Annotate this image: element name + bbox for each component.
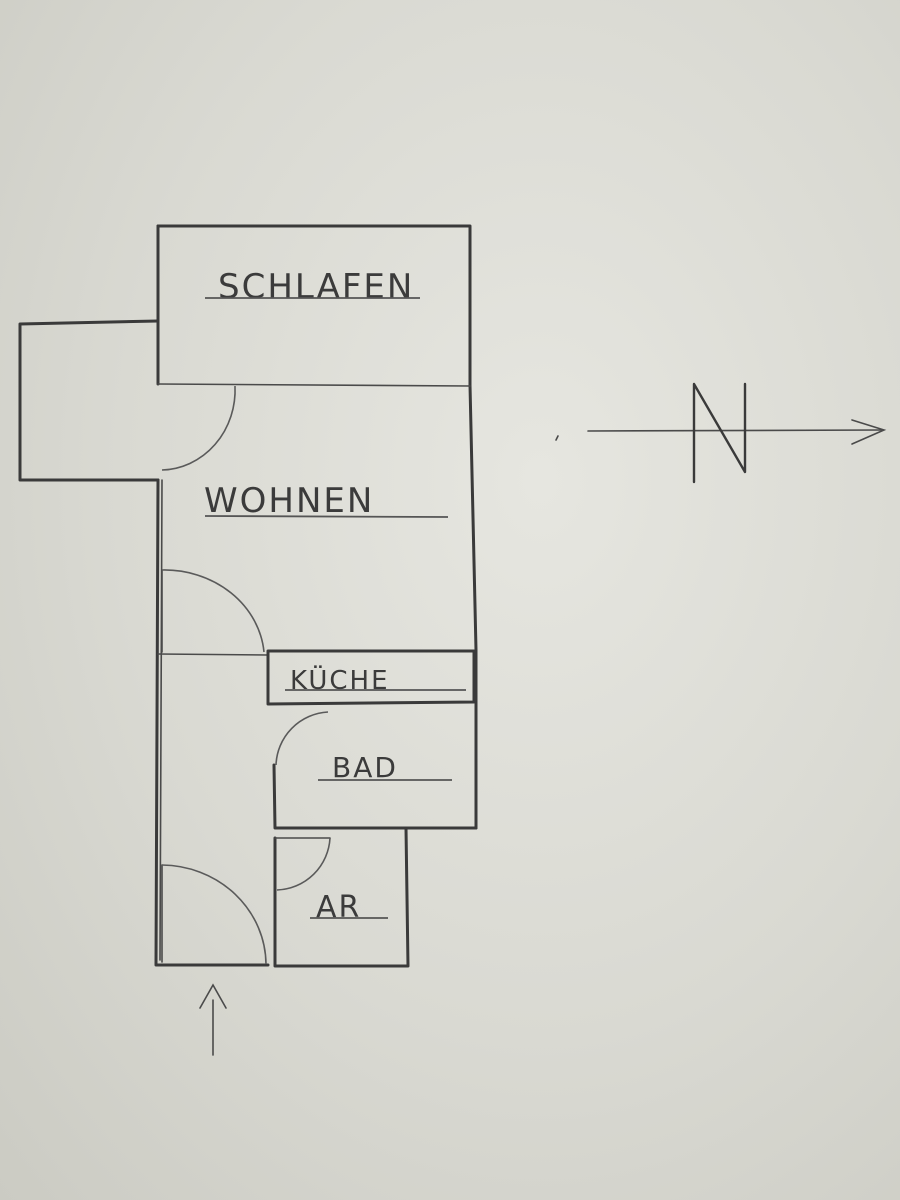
balcony — [18, 319, 160, 482]
entrance-arrow-icon — [199, 983, 227, 1056]
room-label-kueche: KÜCHE — [290, 664, 390, 696]
door-bad — [275, 711, 329, 766]
door-ar — [274, 837, 331, 891]
room-label-schlafen: SCHLAFEN — [218, 267, 414, 307]
partition-walls — [157, 383, 478, 968]
north-arrow-icon — [555, 382, 887, 484]
door-schlafen — [161, 385, 236, 471]
room-label-wohnen: WOHNEN — [204, 481, 374, 521]
north-label: N — [720, 449, 721, 451]
door-entrance — [161, 864, 267, 965]
room-label-ar: AR — [316, 890, 361, 925]
door-wohnen — [161, 569, 265, 653]
outer-walls — [154, 224, 478, 967]
room-label-bad: BAD — [332, 751, 398, 784]
